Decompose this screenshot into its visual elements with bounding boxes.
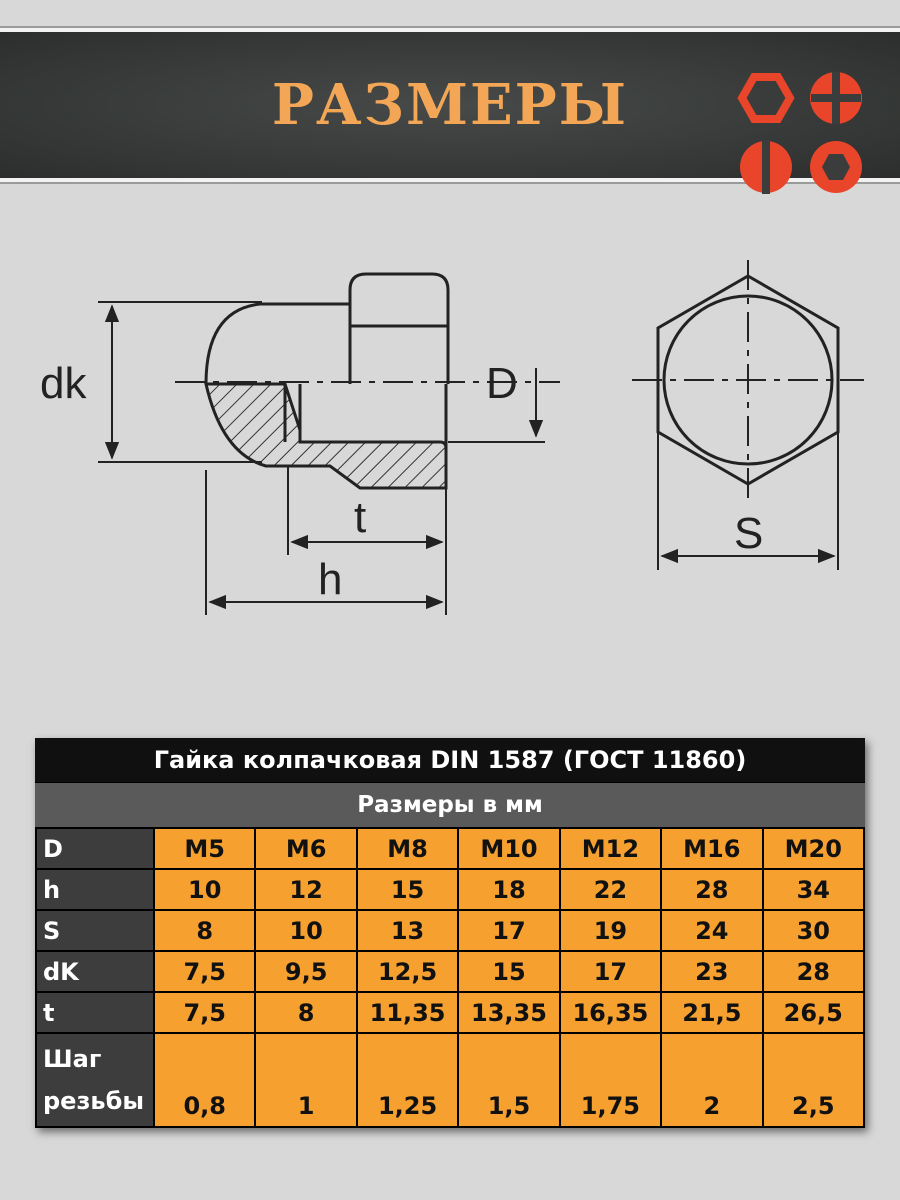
table-cell: 22	[558, 868, 663, 911]
hardware-logo-icon	[737, 72, 862, 194]
table-cell: M8	[355, 827, 460, 870]
table-cell: M16	[660, 827, 764, 870]
table-cell: 23	[660, 950, 764, 993]
table-cell: 28	[660, 868, 764, 911]
table-cell: 10	[254, 909, 358, 952]
table-cell: 21,5	[660, 991, 764, 1034]
row-label-line: Шаг	[43, 1045, 102, 1073]
table-cell: 13,35	[457, 991, 561, 1034]
header-banner: РАЗМЕРЫ	[0, 28, 900, 194]
table-subtitle: Размеры в мм	[35, 782, 865, 827]
table-cell: 19	[558, 909, 663, 952]
table-cell: 12,5	[355, 950, 460, 993]
table-cell: 1,5	[457, 1032, 561, 1128]
table-cell: 30	[761, 909, 866, 952]
table-cell: 11,35	[355, 991, 460, 1034]
row-label: t	[35, 991, 155, 1034]
table-cell: M5	[152, 827, 257, 870]
table-cell: 2,5	[761, 1032, 866, 1128]
side-view	[204, 272, 450, 490]
table-cell: 24	[660, 909, 764, 952]
h-label: h	[318, 555, 342, 604]
t-label: t	[354, 493, 366, 542]
dimensions-table: Гайка колпачковая DIN 1587 (ГОСТ 11860) …	[35, 738, 866, 1128]
table-cell: 15	[355, 868, 460, 911]
table-cell: M20	[761, 827, 866, 870]
table-cell: 17	[457, 909, 561, 952]
row-label-line: резьбы	[43, 1087, 145, 1115]
row-label: dK	[35, 950, 155, 993]
cap-nut-drawing: dk D t h S	[40, 260, 864, 615]
table-cell: 1,25	[355, 1032, 460, 1128]
table-cell: 9,5	[254, 950, 358, 993]
table-cell: 28	[761, 950, 866, 993]
row-label: S	[35, 909, 155, 952]
table-cell: M12	[558, 827, 663, 870]
table-cell: 12	[254, 868, 358, 911]
table-cell: 1,75	[558, 1032, 663, 1128]
table-cell: 1	[254, 1032, 358, 1128]
dk-label: dk	[40, 359, 87, 408]
table-cell: 15	[457, 950, 561, 993]
row-label: D	[35, 827, 155, 870]
table-cell: 0,8	[152, 1032, 257, 1128]
S-label: S	[734, 509, 763, 558]
table-title: Гайка колпачковая DIN 1587 (ГОСТ 11860)	[35, 738, 865, 782]
row-label: h	[35, 868, 155, 911]
table-cell: 17	[558, 950, 663, 993]
table-cell: M10	[457, 827, 561, 870]
row-label: Шаг резьбы	[35, 1032, 155, 1128]
table-cell: 7,5	[152, 991, 257, 1034]
table-cell: 2	[660, 1032, 764, 1128]
table-cell: 26,5	[761, 991, 866, 1034]
table-cell: 13	[355, 909, 460, 952]
table-cell: 7,5	[152, 950, 257, 993]
table-cell: 10	[152, 868, 257, 911]
table-cell: 18	[457, 868, 561, 911]
page-title: РАЗМЕРЫ	[271, 72, 629, 138]
table-cell: M6	[254, 827, 358, 870]
D-label: D	[486, 359, 518, 408]
table-cell: 16,35	[558, 991, 663, 1034]
table-cell: 8	[254, 991, 358, 1034]
table-cell: 34	[761, 868, 866, 911]
table-cell: 8	[152, 909, 257, 952]
